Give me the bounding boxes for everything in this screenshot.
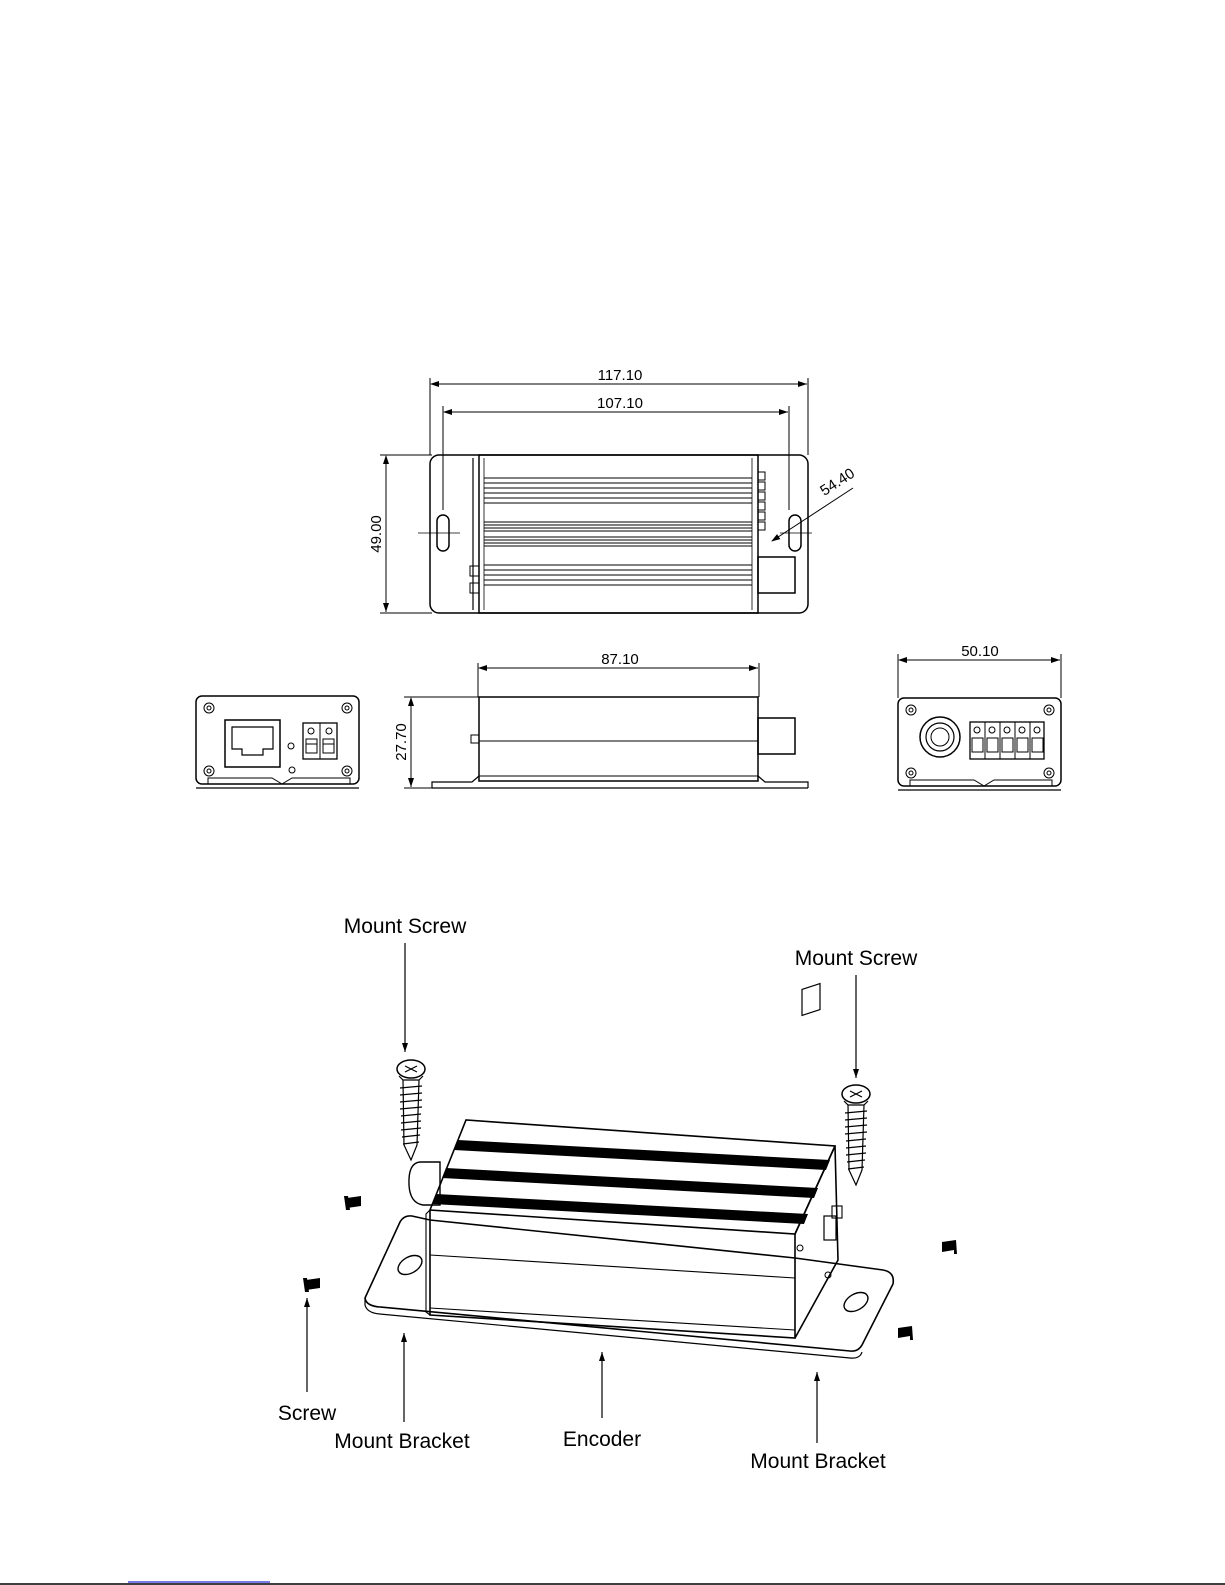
small-screw-4-icon: [898, 1326, 913, 1340]
mount-screw-left-icon: [397, 1060, 425, 1160]
rj45-port: [225, 720, 280, 767]
dim-27-70: 27.70: [393, 723, 410, 761]
bnc-connector-top: [758, 557, 795, 593]
assembly-view: Mount Screw Mount Screw Screw Mount Brac…: [278, 915, 957, 1473]
dim-87-10: 87.10: [601, 651, 639, 668]
bracket-slot-right: [841, 1289, 872, 1316]
encoder-body-top: [479, 455, 758, 613]
groove-band-2: [442, 1168, 818, 1198]
io-terminal-block: [970, 722, 1044, 759]
label-mount-screw-right: Mount Screw: [795, 947, 918, 970]
mount-screw-right-icon: [842, 1085, 870, 1185]
groove-band-3: [432, 1194, 808, 1224]
power-terminal: [303, 723, 337, 759]
label-mount-bracket-right: Mount Bracket: [750, 1450, 886, 1473]
dim-50-10: 50.10: [961, 643, 999, 660]
dim-117-10: 117.10: [598, 367, 643, 384]
small-screw-2-icon: [303, 1278, 320, 1292]
back-view-bnc: 50.10: [898, 643, 1061, 790]
groove-band-1: [454, 1140, 830, 1170]
bracket-slot-left: [395, 1252, 426, 1279]
front-view-rj45: [196, 696, 359, 788]
side-view: 87.10 27.70: [393, 651, 808, 788]
terminal-block-top: [758, 472, 765, 530]
dim-top-width: 49.00: [368, 455, 432, 613]
bracket-plate: [430, 455, 808, 613]
mount-bracket-plate: [365, 1216, 893, 1351]
top-view: 117.10 107.10 49.00: [368, 367, 858, 613]
encoder-body-iso: [426, 984, 842, 1338]
small-screw-3-icon: [942, 1240, 957, 1254]
dim-107-10: 107.10: [597, 395, 643, 412]
small-screw-1-icon: [344, 1196, 361, 1210]
heat-sink-grooves: [484, 478, 752, 585]
label-mount-bracket-left: Mount Bracket: [334, 1430, 470, 1453]
label-screw: Screw: [278, 1402, 337, 1425]
dim-54-40: 54.40: [817, 465, 858, 500]
encoder-body-side: [479, 697, 758, 781]
label-encoder: Encoder: [563, 1428, 641, 1451]
bnc-connector-side: [758, 718, 795, 754]
bnc-port: [920, 717, 960, 757]
dim-49-00: 49.00: [368, 515, 385, 553]
label-mount-screw-left: Mount Screw: [344, 915, 467, 938]
